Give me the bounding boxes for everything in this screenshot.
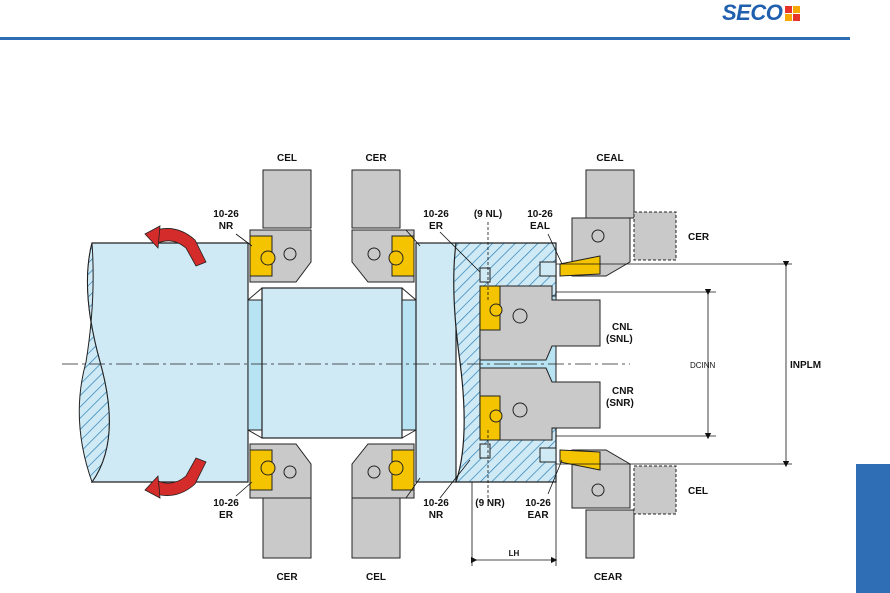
label-eal: EAL [530,221,550,232]
label-inplm: INPLM [790,360,821,371]
label-er-bottom-size: 10-26 [213,498,239,509]
label-bottom-cel: CEL [366,572,386,583]
label-nr-top-size: 10-26 [213,209,239,220]
label-bottom-cear: CEAR [594,572,623,583]
label-snl: (SNL) [606,334,633,345]
bore-workpiece [454,243,556,482]
label-er-top: ER [429,221,444,232]
label-bottom-right-cel: CEL [688,486,708,497]
label-ear: EAR [527,510,549,521]
label-nr-top: NR [219,221,234,232]
label-er-bottom: ER [219,510,234,521]
label-cnr: CNR [612,386,634,397]
label-bottom-cer: CER [276,572,298,583]
holder-cel-bottom [352,444,414,558]
holder-cer-bottom [250,444,311,558]
holder-ceal [560,170,676,276]
label-nr-bottom: NR [429,510,444,521]
label-er-top-size: 10-26 [423,209,449,220]
label-9-nl: (9 NL) [474,209,502,220]
label-dcinn: DCINN [690,361,716,370]
holder-cear [560,450,676,558]
label-top-right-cer: CER [688,232,710,243]
label-top-ceal: CEAL [596,153,623,164]
label-cnl: CNL [612,322,633,333]
label-lh: LH [509,549,520,558]
boring-bar-cnl [480,286,600,360]
label-eal-size: 10-26 [527,209,553,220]
label-nr-bottom-size: 10-26 [423,498,449,509]
holder-cel-top [250,170,311,282]
boring-bar-cnr [480,368,600,440]
label-ear-size: 10-26 [525,498,551,509]
holder-cer-top [352,170,414,282]
label-9-nr: (9 NR) [475,498,504,509]
label-top-cer: CER [365,153,387,164]
label-top-cel: CEL [277,153,297,164]
label-snr: (SNR) [606,398,634,409]
